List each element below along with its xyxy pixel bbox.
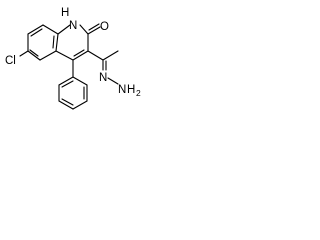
bond-cimine-methyl: [102, 50, 119, 61]
bond-c5-c6: [27, 50, 41, 61]
benzo-ring: [19, 24, 59, 61]
chlorine-label: Cl: [5, 55, 16, 67]
bond-c8a-c4a: [55, 33, 59, 52]
bond-ph6-ph1: [58, 76, 74, 86]
bond-n-nh2: [107, 77, 119, 85]
bond-c8a-n1: [57, 24, 71, 35]
imine-nitrogen-label: N: [99, 72, 107, 84]
bond-ph6-ph1-inner: [61, 80, 74, 88]
bond-c6-cl: [19, 50, 29, 57]
bond-c4a-c5: [39, 50, 57, 61]
bond-c7-c8-inner: [30, 28, 43, 37]
bond-c8a-c4a-inner: [52, 35, 55, 49]
bond-n1-c2: [79, 24, 89, 35]
bond-ph4-ph5: [58, 100, 74, 110]
nh-hydrogen-label: H: [61, 7, 69, 19]
bond-ph3-ph4: [72, 100, 88, 110]
amino-hydrogen-label: H: [127, 84, 135, 96]
bond-ph1-ph2: [72, 76, 88, 86]
amino-hydrogen-count: 2: [136, 88, 141, 98]
bond-c7-c8: [27, 24, 44, 35]
bond-ph4-ph5-inner: [61, 98, 74, 106]
chemical-structure: Cl H N O N N H 2: [5, 7, 141, 110]
amino-nitrogen-label: N: [118, 84, 126, 96]
bond-c4-c4a: [55, 50, 74, 61]
pyridinone-ring: [55, 24, 89, 61]
carbonyl-oxygen-label: O: [100, 21, 109, 33]
bond-c2-o: [87, 26, 101, 35]
bond-c2-o-second: [88, 23, 100, 31]
nh-nitrogen-label: N: [69, 20, 77, 32]
bond-c3-cimine: [87, 50, 104, 61]
bond-c5-c6-inner: [29, 49, 39, 57]
hydrazone-chain: [87, 50, 119, 85]
bond-c8-c8a: [42, 24, 59, 35]
bond-c3-c4: [72, 50, 89, 61]
carbonyl-group: [87, 23, 101, 35]
bond-c3-c4-inner: [73, 49, 85, 57]
phenyl-ring: [58, 59, 88, 110]
